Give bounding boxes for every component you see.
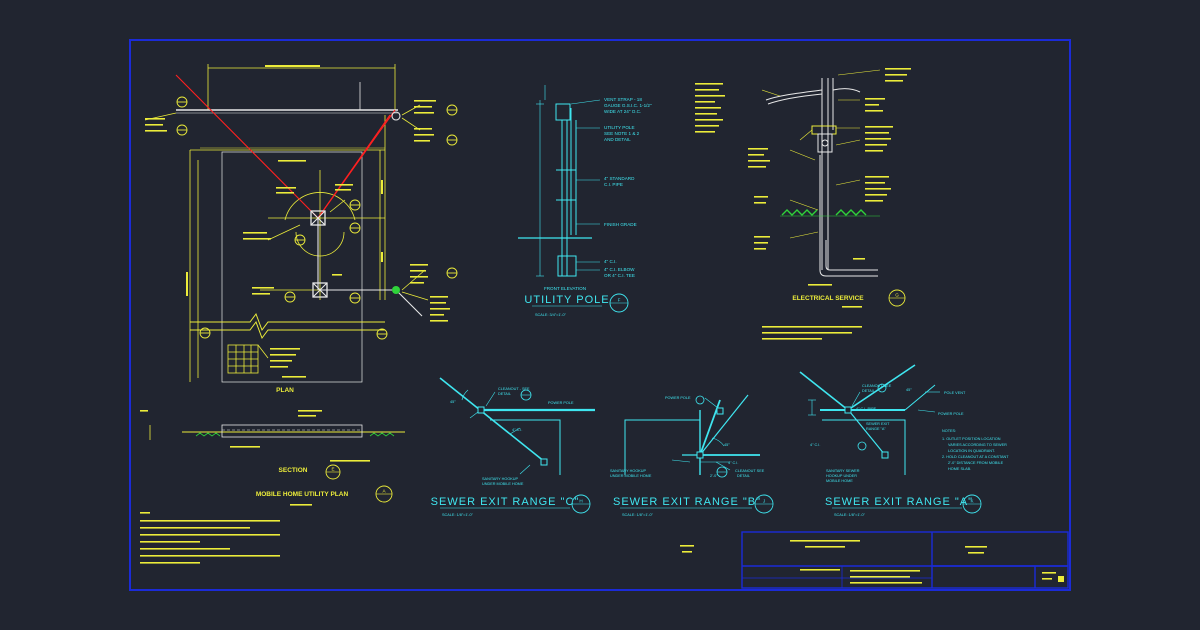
svg-text:4" C.I.: 4" C.I. bbox=[810, 443, 820, 447]
utility-pole-scale: SCALE: 3/4"=1'-0" bbox=[535, 313, 567, 317]
svg-text:HOME SLAB.: HOME SLAB. bbox=[948, 467, 971, 471]
utility-pole-title: UTILITY POLE bbox=[524, 294, 609, 306]
section-title: SECTION bbox=[279, 467, 308, 474]
svg-text:CLEANOUT - SEE: CLEANOUT - SEE bbox=[498, 387, 530, 391]
title-block bbox=[741, 531, 1069, 589]
svg-text:HOOKUP UNDER: HOOKUP UNDER bbox=[826, 474, 857, 478]
electrical-callout-text bbox=[695, 68, 911, 340]
svg-text:GAUGE G.S.I.C. 1-1/2": GAUGE G.S.I.C. 1-1/2" bbox=[604, 103, 652, 108]
svg-text:VARIES ACCORDING TO SEWER: VARIES ACCORDING TO SEWER bbox=[948, 443, 1007, 447]
utility-pole-elevation-label: FRONT ELEVATION bbox=[544, 286, 586, 291]
svg-text:1. OUTLET POSITION LOCATION: 1. OUTLET POSITION LOCATION bbox=[942, 437, 1001, 441]
svg-text:2. HOLD CLEANOUT AT A CONSTANT: 2. HOLD CLEANOUT AT A CONSTANT bbox=[942, 455, 1009, 459]
svg-text:SEE NOTE 1 & 2: SEE NOTE 1 & 2 bbox=[604, 131, 640, 136]
utility-pole-callouts: VENT STRAP - 18 GAUGE G.S.I.C. 1-1/2" WI… bbox=[604, 97, 652, 278]
sewer-b-detail bbox=[624, 394, 760, 475]
svg-text:SEWER EXIT: SEWER EXIT bbox=[866, 422, 890, 426]
section-marker-letter: E bbox=[331, 467, 334, 472]
svg-text:POWER POLE: POWER POLE bbox=[938, 412, 964, 416]
sewer-c-marker-letter: H bbox=[579, 499, 582, 504]
electrical-service-title: ELECTRICAL SERVICE bbox=[792, 295, 864, 302]
svg-text:VENT STRAP - 18: VENT STRAP - 18 bbox=[604, 97, 642, 102]
plan-view bbox=[144, 64, 429, 383]
sheet-marker-letter: A bbox=[382, 489, 386, 494]
sheet-title: MOBILE HOME UTILITY PLAN bbox=[256, 491, 349, 498]
plan-sewer-ray-lines bbox=[175, 74, 396, 219]
svg-text:POWER POLE: POWER POLE bbox=[665, 396, 691, 400]
svg-text:WIDE AT 24" O.C.: WIDE AT 24" O.C. bbox=[604, 109, 641, 114]
electrical-grade-hatch bbox=[781, 209, 867, 216]
plan-notes bbox=[145, 65, 450, 378]
sewer-a-labels: CLEANOUT SEE DETAIL 4" C.I. PIPE POLE VE… bbox=[810, 384, 966, 483]
electrical-callout-leaders bbox=[761, 69, 881, 239]
svg-text:45°: 45° bbox=[450, 400, 456, 404]
svg-text:CLEANOUT SEE: CLEANOUT SEE bbox=[735, 469, 765, 473]
plan-utility-runs bbox=[310, 111, 423, 317]
electrical-service-detail bbox=[765, 78, 878, 277]
svg-text:SANITARY HOOKUP: SANITARY HOOKUP bbox=[482, 477, 519, 481]
sheet-border bbox=[129, 39, 1071, 591]
sewer-c-detail bbox=[439, 377, 595, 475]
svg-text:UNDER MOBILE HOME: UNDER MOBILE HOME bbox=[482, 482, 524, 486]
svg-text:SANITARY HOOKUP: SANITARY HOOKUP bbox=[610, 469, 647, 473]
svg-text:DETAIL: DETAIL bbox=[862, 389, 875, 393]
svg-text:4" C.I. ELBOW: 4" C.I. ELBOW bbox=[604, 267, 635, 272]
sewer-c-title: SEWER EXIT RANGE "C" bbox=[431, 496, 580, 508]
sewer-b-labels: POWER POLE SANITARY HOOKUP UNDER MOBILE … bbox=[610, 396, 765, 478]
svg-text:4" C.I.: 4" C.I. bbox=[728, 461, 738, 465]
sewer-a-title: SEWER EXIT RANGE "A" bbox=[825, 496, 973, 508]
plan-title: PLAN bbox=[276, 387, 294, 394]
sewer-a-scale: SCALE: 1/8"=1'-0" bbox=[834, 513, 866, 517]
svg-text:45°: 45° bbox=[906, 388, 912, 392]
sewer-c-labels: CLEANOUT - SEE DETAIL POWER POLE 4" C.I.… bbox=[450, 387, 574, 486]
sewer-c-scale: SCALE: 1/8"=1'-0" bbox=[442, 513, 474, 517]
svg-text:4" C.I.: 4" C.I. bbox=[512, 428, 522, 432]
sewer-a-marker-letter: K bbox=[970, 499, 974, 504]
plan-marker-bubbles bbox=[176, 96, 458, 340]
svg-text:LOCATION IN QUADRANT.: LOCATION IN QUADRANT. bbox=[948, 449, 995, 453]
sewer-b-title: SEWER EXIT RANGE "B" bbox=[613, 496, 761, 508]
svg-text:DETAIL: DETAIL bbox=[737, 474, 750, 478]
svg-text:CLEANOUT SEE: CLEANOUT SEE bbox=[862, 384, 892, 388]
svg-text:NOTES:: NOTES: bbox=[942, 429, 956, 433]
svg-text:4" C.I.: 4" C.I. bbox=[604, 259, 617, 264]
svg-text:C.I. PIPE: C.I. PIPE bbox=[604, 182, 623, 187]
plan-power-pole-icon bbox=[392, 286, 400, 294]
title-block-text bbox=[790, 540, 1064, 584]
svg-text:2'-0" DISTANCE FROM MOBILE: 2'-0" DISTANCE FROM MOBILE bbox=[948, 461, 1004, 465]
svg-text:UTILITY POLE: UTILITY POLE bbox=[604, 125, 635, 130]
svg-text:FINISH GRADE: FINISH GRADE bbox=[604, 222, 637, 227]
svg-text:POLE VENT: POLE VENT bbox=[944, 391, 966, 395]
svg-text:4" C.I. PIPE: 4" C.I. PIPE bbox=[856, 407, 877, 411]
svg-text:4" STANDARD: 4" STANDARD bbox=[604, 176, 635, 181]
utility-pole-elevation bbox=[518, 85, 601, 277]
utility-pole-marker-letter: F bbox=[618, 298, 621, 303]
svg-text:OR 4" C.I. TEE: OR 4" C.I. TEE bbox=[604, 273, 635, 278]
svg-text:SANITARY SEWER: SANITARY SEWER bbox=[826, 469, 860, 473]
general-notes bbox=[140, 512, 694, 564]
svg-text:DETAIL: DETAIL bbox=[498, 392, 511, 396]
svg-text:AND DETAIL: AND DETAIL bbox=[604, 137, 631, 142]
electrical-marker-letter: G bbox=[895, 293, 899, 298]
svg-text:RANGE "A": RANGE "A" bbox=[866, 427, 886, 431]
svg-text:45°: 45° bbox=[724, 443, 730, 447]
svg-text:POWER POLE: POWER POLE bbox=[548, 401, 574, 405]
svg-text:MOBILE HOME: MOBILE HOME bbox=[826, 479, 853, 483]
sewer-b-scale: SCALE: 1/8"=1'-0" bbox=[622, 513, 654, 517]
sewer-a-detail bbox=[799, 364, 940, 475]
svg-text:UNDER MOBILE HOME: UNDER MOBILE HOME bbox=[610, 474, 652, 478]
sewer-a-notes: NOTES: 1. OUTLET POSITION LOCATION VARIE… bbox=[942, 429, 1009, 471]
plan-section-view bbox=[140, 410, 405, 462]
svg-text:2'-0": 2'-0" bbox=[710, 474, 718, 478]
sewer-b-marker-letter: J bbox=[763, 499, 765, 504]
